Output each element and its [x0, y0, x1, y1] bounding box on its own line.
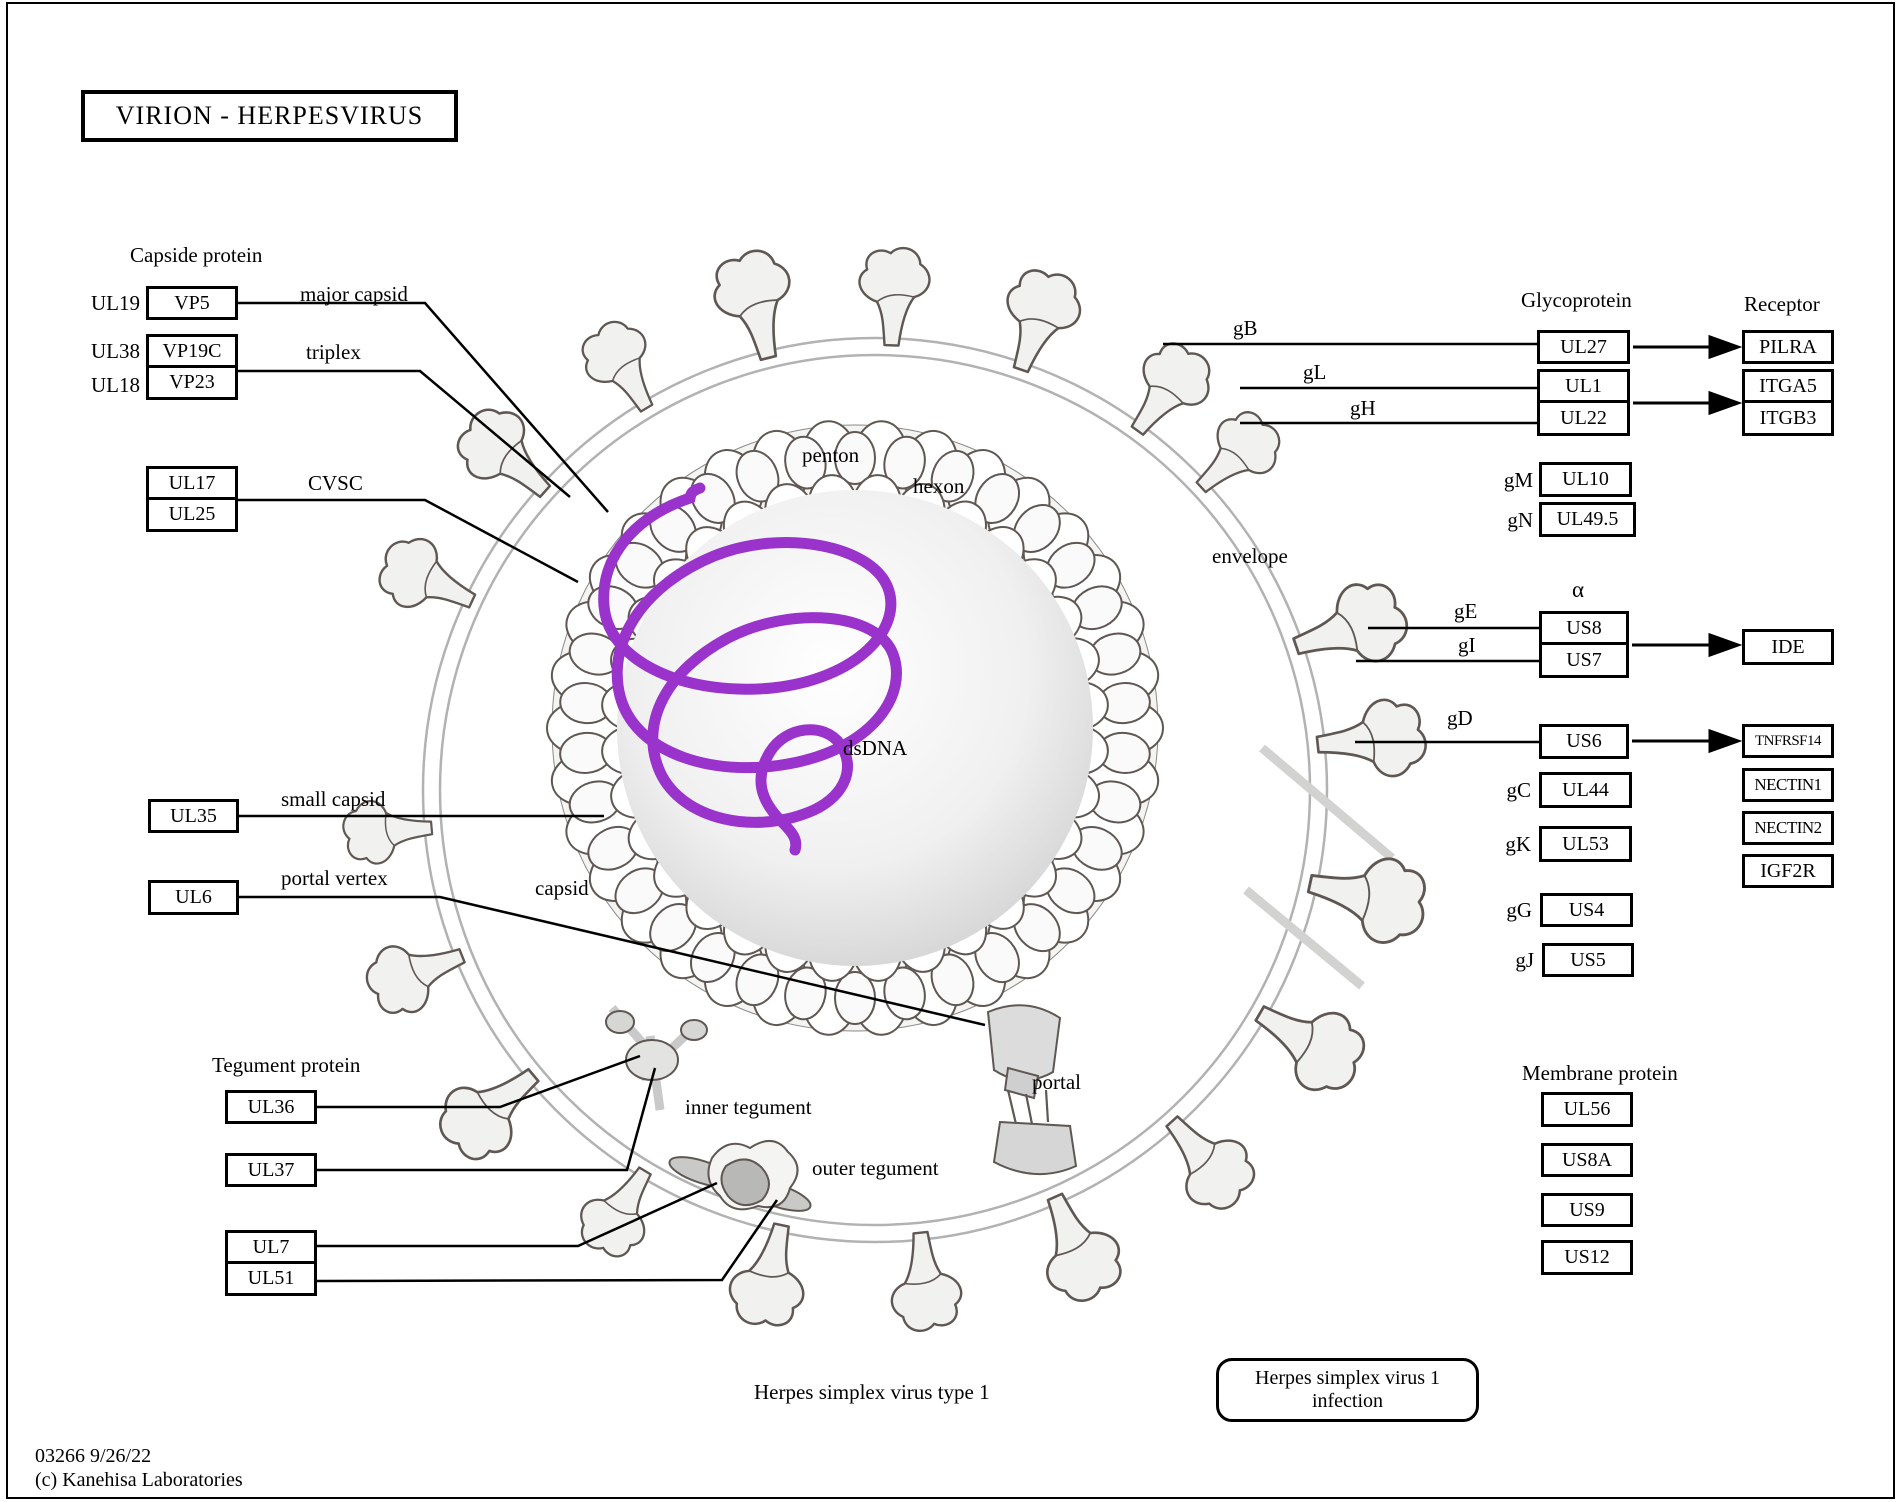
annotation-major-capsid: major capsid — [300, 282, 408, 306]
pathway-id-date: 03266 9/26/22 — [35, 1445, 152, 1467]
gene-box-us7[interactable]: US7 — [1539, 642, 1629, 678]
receptor-box-ide[interactable]: IDE — [1742, 629, 1834, 665]
receptor-box-nectin1[interactable]: NECTIN1 — [1742, 768, 1834, 802]
portal-structure — [986, 1004, 1078, 1175]
receptor-box-nectin2[interactable]: NECTIN2 — [1742, 811, 1834, 845]
detached-spike-stems — [1243, 744, 1395, 990]
organism-label: Herpes simplex virus type 1 — [754, 1380, 990, 1404]
gene-box-ul51[interactable]: UL51 — [225, 1261, 317, 1296]
membrane-protein-heading: Membrane protein — [1522, 1061, 1678, 1085]
annotation-alpha: α — [1572, 577, 1585, 602]
annotation-envelope: envelope — [1212, 544, 1288, 568]
pathway-title: VIRION - HERPESVIRUS — [115, 101, 424, 130]
capside-protein-heading: Capside protein — [130, 243, 263, 267]
inner-tegument-structure — [605, 1005, 708, 1111]
infection-pathway-link[interactable]: Herpes simplex virus 1 infection — [1216, 1358, 1479, 1422]
annotation-gm: gM — [1503, 468, 1533, 492]
annotation-gk: gK — [1505, 832, 1531, 856]
gene-box-us12[interactable]: US12 — [1541, 1240, 1633, 1275]
outer-tegument-structure — [668, 1140, 812, 1212]
gene-box-us8[interactable]: US8 — [1539, 611, 1629, 645]
receptor-box-igf2r[interactable]: IGF2R — [1742, 854, 1834, 888]
annotation-gj: gJ — [1515, 948, 1534, 972]
annotation-gd: gD — [1447, 706, 1473, 730]
gene-box-us9[interactable]: US9 — [1541, 1193, 1633, 1227]
receptor-heading: Receptor — [1744, 292, 1820, 316]
annotation-gi: gI — [1458, 633, 1476, 657]
gene-box-ul35[interactable]: UL35 — [148, 799, 239, 833]
annotation-cvsc: CVSC — [308, 471, 363, 495]
pathway-title-box: VIRION - HERPESVIRUS — [81, 90, 458, 142]
annotation-gg: gG — [1506, 898, 1532, 922]
annotation-triplex: triplex — [306, 340, 361, 364]
receptor-box-itgb3[interactable]: ITGB3 — [1742, 400, 1834, 436]
annotation-gc: gC — [1506, 778, 1531, 802]
annotation-gl: gL — [1303, 360, 1327, 384]
annotation-outer-tegument: outer tegument — [812, 1156, 939, 1180]
annotation-dsdna: dsDNA — [843, 736, 908, 760]
annotation-gh: gH — [1350, 396, 1376, 420]
gene-box-ul36[interactable]: UL36 — [225, 1090, 317, 1124]
annotation-capsid: capsid — [535, 876, 589, 900]
gene-box-ul49-5[interactable]: UL49.5 — [1539, 502, 1636, 537]
annotation-portal: portal — [1032, 1070, 1081, 1094]
gene-box-ul53[interactable]: UL53 — [1539, 826, 1632, 862]
gene-box-us8a[interactable]: US8A — [1541, 1143, 1633, 1177]
gene-box-us6[interactable]: US6 — [1539, 724, 1629, 759]
copyright: (c) Kanehisa Laboratories — [35, 1469, 243, 1491]
annotation-small-capsid: small capsid — [281, 787, 386, 811]
glycoprotein-heading: Glycoprotein — [1521, 288, 1632, 312]
gene-box-vp5[interactable]: VP5 — [146, 286, 238, 320]
gene-box-ul27[interactable]: UL27 — [1537, 330, 1630, 364]
gene-box-ul25[interactable]: UL25 — [146, 497, 238, 532]
annotation-gn: gN — [1507, 508, 1533, 532]
infection-pathway-line2: infection — [1311, 1390, 1384, 1412]
gene-box-ul44[interactable]: UL44 — [1539, 772, 1632, 808]
annotation-hexon: hexon — [913, 474, 965, 498]
gene-label-ul18: UL18 — [91, 373, 140, 397]
dsdna-spiral — [598, 482, 902, 856]
gene-box-ul56[interactable]: UL56 — [1541, 1092, 1633, 1127]
gene-box-ul37[interactable]: UL37 — [225, 1153, 317, 1187]
annotation-gb: gB — [1233, 316, 1258, 340]
gene-box-vp19c[interactable]: VP19C — [146, 334, 238, 368]
gene-box-ul10[interactable]: UL10 — [1539, 462, 1632, 497]
gene-label-ul19: UL19 — [91, 291, 140, 315]
infection-pathway-line1: Herpes simplex virus 1 — [1255, 1367, 1440, 1389]
receptor-box-tnfrsf14[interactable]: TNFRSF14 — [1742, 724, 1834, 758]
receptor-box-itga5[interactable]: ITGA5 — [1742, 369, 1834, 403]
gene-box-ul6[interactable]: UL6 — [148, 880, 239, 915]
annotation-portal-vertex: portal vertex — [281, 866, 388, 890]
annotation-inner-tegument: inner tegument — [685, 1095, 812, 1119]
gene-box-ul17[interactable]: UL17 — [146, 466, 238, 500]
tegument-protein-heading: Tegument protein — [212, 1053, 361, 1077]
receptor-box-pilra[interactable]: PILRA — [1742, 330, 1834, 364]
gene-box-ul1[interactable]: UL1 — [1537, 369, 1630, 403]
gene-box-vp23[interactable]: VP23 — [146, 365, 238, 400]
gene-box-ul7[interactable]: UL7 — [225, 1230, 317, 1264]
gene-box-us5[interactable]: US5 — [1542, 943, 1634, 977]
capsid-core — [617, 490, 1093, 966]
annotation-penton: penton — [802, 443, 860, 467]
gene-box-us4[interactable]: US4 — [1540, 893, 1633, 927]
gene-box-ul22[interactable]: UL22 — [1537, 400, 1630, 436]
gene-label-ul38: UL38 — [91, 339, 140, 363]
annotation-ge: gE — [1454, 599, 1478, 623]
